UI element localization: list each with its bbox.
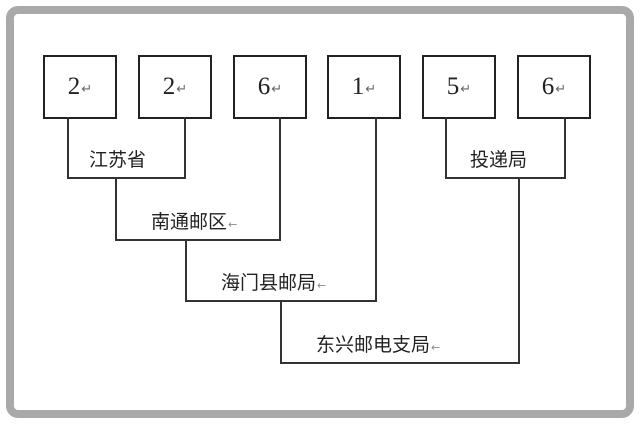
connector-line bbox=[279, 117, 281, 241]
digit-value: 6 bbox=[541, 73, 555, 100]
label-branch: 东兴邮电支局← bbox=[316, 330, 440, 357]
digit-value: 1 bbox=[351, 73, 365, 100]
connector-line bbox=[67, 117, 69, 179]
connector-line bbox=[564, 117, 566, 179]
digit-box-4: 1↵ bbox=[327, 55, 401, 119]
return-mark-icon: ↵ bbox=[460, 81, 472, 96]
return-mark-icon: ↵ bbox=[555, 81, 567, 96]
arrow-mark-icon: ← bbox=[228, 218, 238, 231]
label-county: 海门县邮局← bbox=[221, 268, 326, 295]
return-mark-icon: ↵ bbox=[81, 81, 93, 96]
connector-line bbox=[115, 239, 281, 241]
connector-line bbox=[445, 177, 566, 179]
digit-value: 2 bbox=[162, 73, 176, 100]
connector-line bbox=[185, 241, 187, 302]
label-text: 南通邮区 bbox=[151, 211, 228, 233]
digit-box-3: 6↵ bbox=[233, 55, 307, 119]
connector-line bbox=[375, 117, 377, 302]
connector-line bbox=[67, 177, 186, 179]
connector-line bbox=[115, 179, 117, 241]
label-text: 江苏省 bbox=[89, 149, 147, 171]
return-mark-icon: ↵ bbox=[176, 81, 188, 96]
digit-box-5: 5↵ bbox=[422, 55, 496, 119]
connector-line bbox=[518, 179, 520, 364]
connector-line bbox=[185, 300, 377, 302]
label-text: 投递局 bbox=[470, 149, 528, 171]
digit-box-6: 6↵ bbox=[517, 55, 591, 119]
arrow-mark-icon: ← bbox=[317, 279, 327, 292]
return-mark-icon: ↵ bbox=[365, 81, 377, 96]
connector-line bbox=[280, 362, 520, 364]
label-text: 海门县邮局 bbox=[221, 272, 317, 294]
digit-value: 5 bbox=[446, 73, 460, 100]
digit-value: 6 bbox=[257, 73, 271, 100]
digit-box-2: 2↵ bbox=[138, 55, 212, 119]
label-province: 江苏省 bbox=[89, 145, 147, 172]
connector-line bbox=[184, 117, 186, 179]
connector-line bbox=[445, 117, 447, 179]
label-text: 东兴邮电支局 bbox=[316, 334, 431, 356]
connector-line bbox=[280, 302, 282, 364]
label-delivery: 投递局 bbox=[470, 145, 528, 172]
digit-value: 2 bbox=[67, 73, 81, 100]
arrow-mark-icon: ← bbox=[431, 341, 441, 354]
digit-box-1: 2↵ bbox=[43, 55, 117, 119]
label-district: 南通邮区← bbox=[151, 207, 237, 234]
return-mark-icon: ↵ bbox=[271, 81, 283, 96]
